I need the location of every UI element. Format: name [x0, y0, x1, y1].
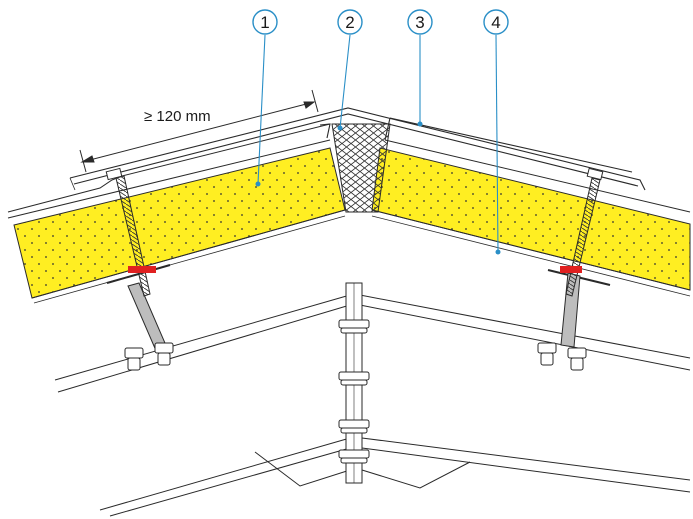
- callout-1: 1: [252, 9, 278, 35]
- fastener-left: [105, 167, 156, 297]
- dimension-line: [79, 89, 319, 173]
- callout-3: 3: [407, 9, 433, 35]
- callout-3-label: 3: [415, 13, 424, 32]
- fastener-right: [560, 167, 604, 297]
- bolt-group: [338, 319, 370, 464]
- callout-4-label: 4: [491, 13, 500, 32]
- ridge-filler: [331, 123, 391, 213]
- dimension-label: ≥ 120 mm: [144, 108, 211, 125]
- callout-2: 2: [337, 9, 363, 35]
- ridge-flashing: [69, 107, 646, 191]
- callout-leaders: [257, 34, 499, 253]
- ridge-post: [338, 282, 370, 484]
- callout-1-label: 1: [260, 13, 269, 32]
- callout-4: 4: [483, 9, 509, 35]
- roof-panel-left: [7, 123, 346, 304]
- roof-panel-right: [371, 139, 691, 297]
- bracket-right: [537, 269, 611, 371]
- callout-dots: [255, 121, 501, 255]
- support-structure: [54, 294, 691, 517]
- callout-2-label: 2: [345, 13, 354, 32]
